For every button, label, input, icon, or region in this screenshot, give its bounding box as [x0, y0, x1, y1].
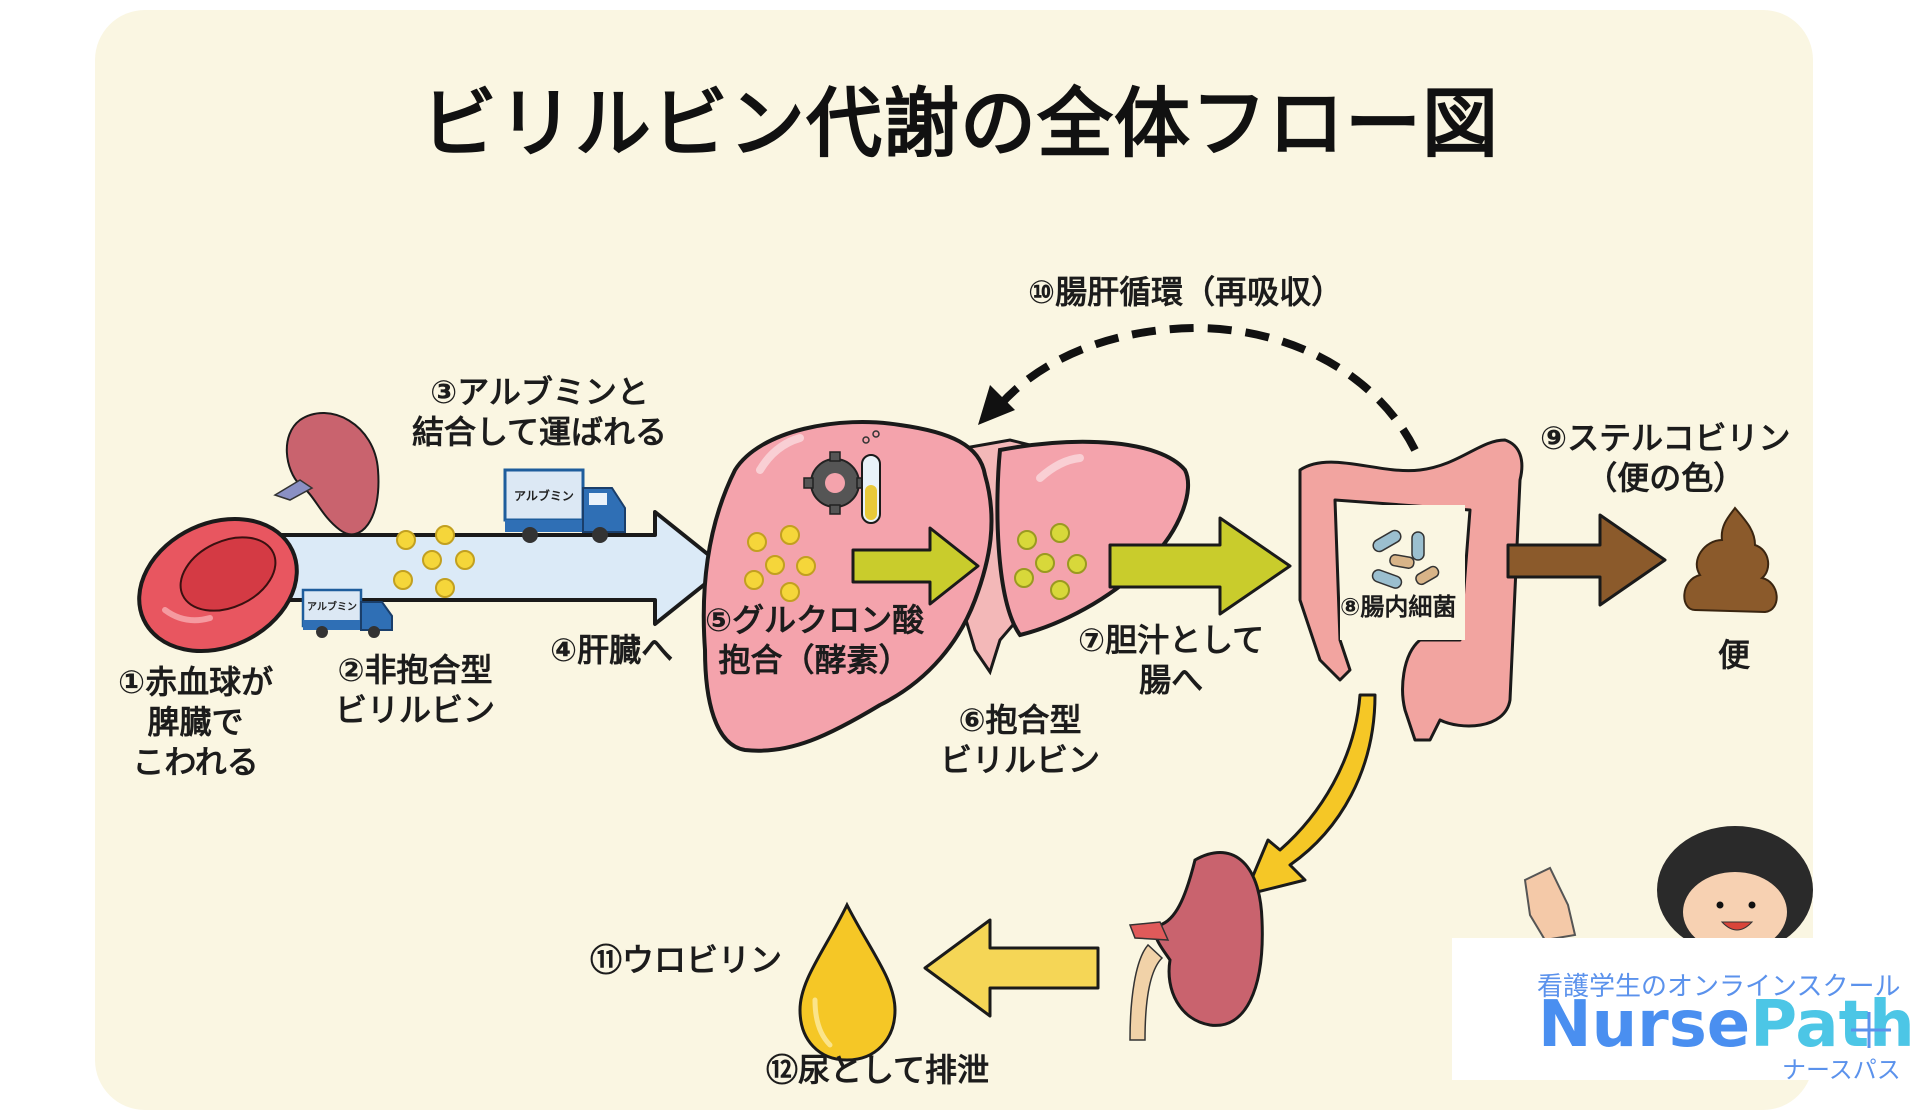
step7-label: ⑦胆汁として 腸へ	[1078, 621, 1265, 699]
logo-tagline: 看護学生のオンラインスクール	[1537, 972, 1901, 1002]
albumin-truck-small: アルブミン	[301, 588, 393, 638]
logo-brand-nurse: Nurse	[1538, 988, 1751, 1062]
logo-brand-path: Path	[1750, 988, 1915, 1062]
diagram-title: ビリルビン代謝の全体フロー図	[421, 79, 1499, 168]
spleen-icon	[273, 412, 380, 536]
stool-icon	[1683, 506, 1778, 614]
enterohepatic-recirculation-arrow	[978, 323, 1419, 452]
bilirubin-particles-liver	[744, 525, 816, 602]
flow-illustration: アルブミン アルブミン	[137, 323, 1813, 1062]
step6-label: ⑥抱合型 ビリルビン	[940, 701, 1101, 779]
urine-drop-icon	[798, 901, 897, 1062]
step1-label: ①赤血球が 脾臓で こわれる	[118, 663, 274, 781]
test-tube-icon	[861, 430, 881, 524]
step2-label: ②非抱合型 ビリルビン	[335, 651, 496, 729]
enzyme-gear-icon	[803, 451, 867, 515]
liver-icon	[701, 420, 1191, 753]
urine-arrow	[923, 918, 1100, 1018]
albumin-truck-large: アルブミン	[503, 468, 626, 543]
kidney-arrow	[1243, 693, 1377, 897]
kidney-icon	[1128, 851, 1264, 1041]
conjugated-bilirubin-particles	[1014, 523, 1087, 600]
logo-kana: ナースパス	[1782, 1056, 1901, 1084]
mascot-character	[1523, 826, 1813, 954]
stool-arrow	[1506, 513, 1667, 607]
step11-label: ⑪ウロビリン	[590, 941, 783, 979]
conjugation-arrow	[851, 526, 980, 606]
truck-large-label: アルブミン	[514, 488, 574, 503]
logo-brand: NursePath	[1538, 990, 1915, 1060]
stool-label: 便	[1718, 636, 1751, 674]
step10-label: ⑩腸肝循環（再吸収）	[1028, 273, 1344, 311]
step8-label: ⑧腸内細菌	[1340, 593, 1457, 621]
step4-label: ④肝臓へ	[550, 631, 674, 669]
colon-icon	[1298, 438, 1524, 742]
red-blood-cell-icon	[137, 516, 299, 654]
step9-label: ⑨ステルコビリン （便の色）	[1540, 419, 1791, 497]
truck-small-label: アルブミン	[307, 600, 357, 613]
plus-icon	[1851, 1012, 1891, 1048]
step12-label: ⑫尿として排泄	[766, 1051, 990, 1089]
bilirubin-particles-blood	[393, 525, 475, 598]
step5-label: ⑤グルクロン酸 抱合（酵素）	[705, 601, 925, 679]
bile-arrow	[1108, 516, 1292, 616]
gut-bacteria-icon	[1371, 529, 1440, 589]
nursepath-logo[interactable]: 看護学生のオンラインスクール NursePath ナースパス	[1452, 938, 1920, 1084]
step3-label: ③アルブミンと 結合して運ばれる	[412, 373, 668, 451]
